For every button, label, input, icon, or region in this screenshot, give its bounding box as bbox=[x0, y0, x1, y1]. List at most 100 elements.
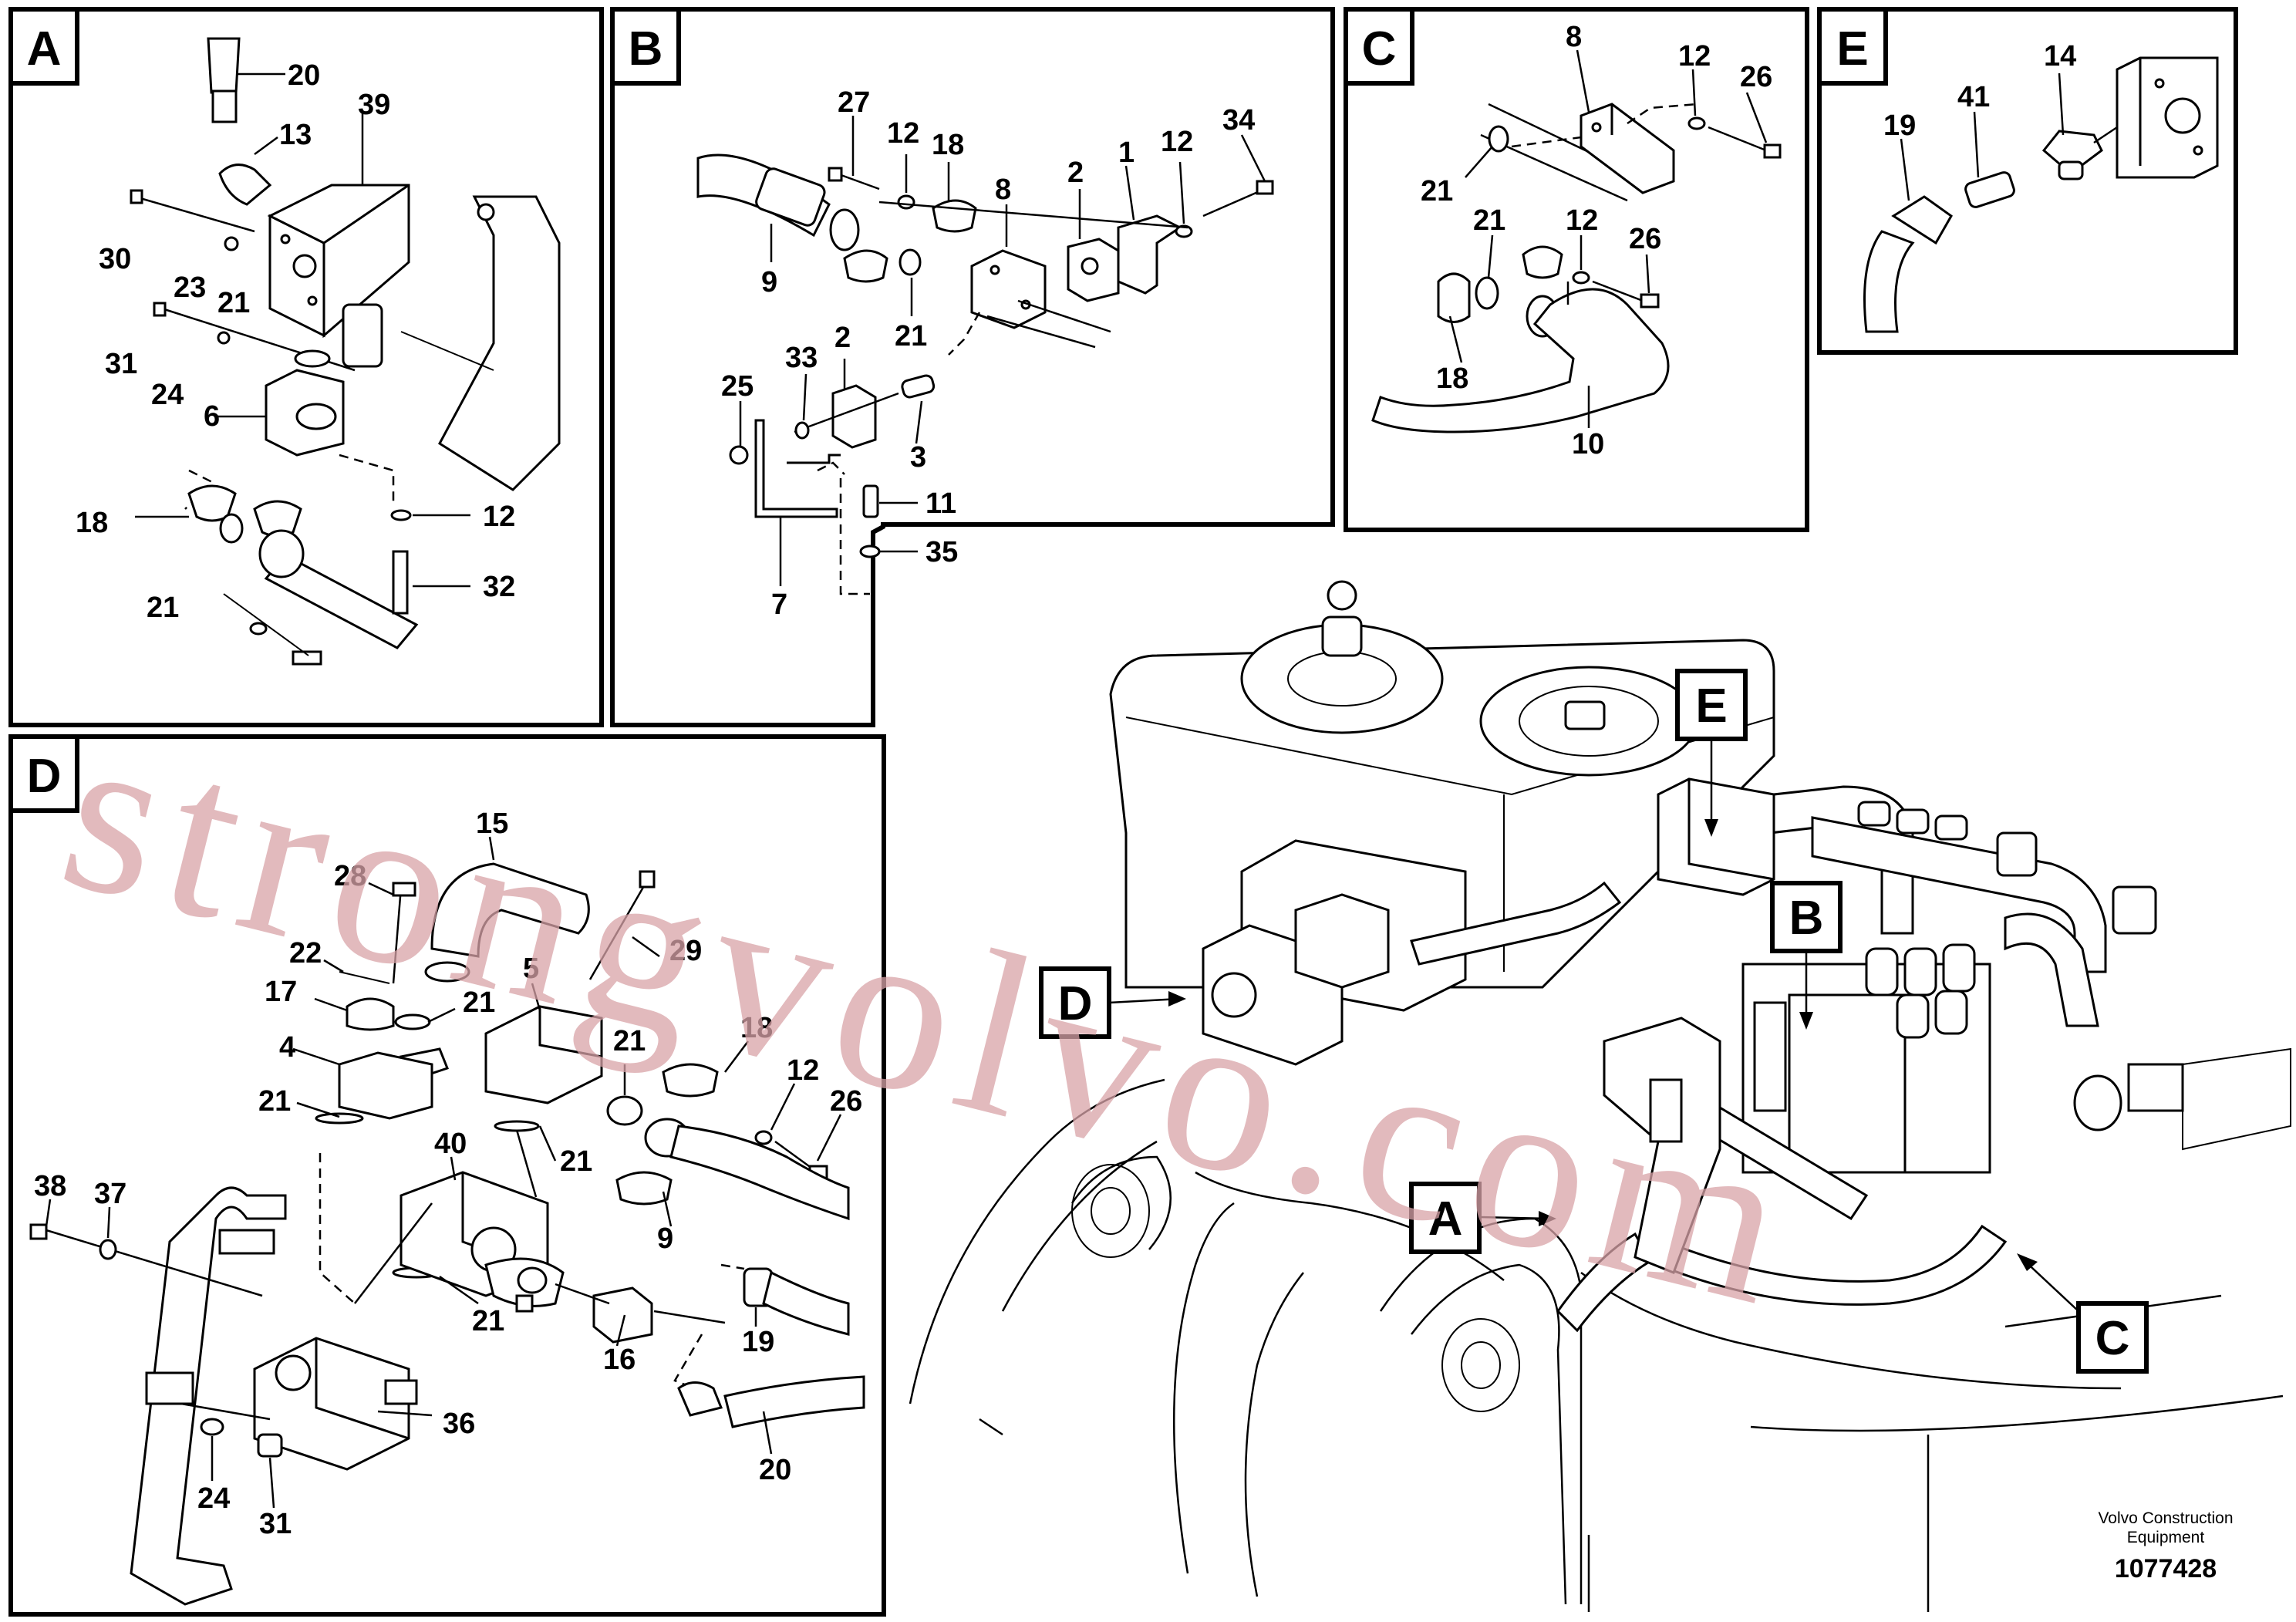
footer-company-line1: Volvo Construction bbox=[2098, 1509, 2233, 1527]
callout-b-25: 25 bbox=[721, 370, 754, 403]
callout-b-2-top: 2 bbox=[1067, 157, 1084, 189]
panel-a-drawing bbox=[130, 37, 561, 666]
callout-b-35: 35 bbox=[925, 536, 958, 568]
callout-b-12-left: 12 bbox=[887, 117, 919, 150]
callout-d-9: 9 bbox=[657, 1222, 673, 1255]
panel-c-drawing bbox=[1371, 49, 1782, 433]
callout-b-34: 34 bbox=[1222, 104, 1255, 137]
callout-a-30: 30 bbox=[99, 243, 131, 275]
panel-c-letter: C bbox=[1362, 22, 1397, 76]
callout-c-12-bottom: 12 bbox=[1566, 204, 1598, 237]
callout-b-21: 21 bbox=[895, 320, 927, 352]
svg-text:D: D bbox=[1058, 977, 1093, 1030]
callout-d-21-b: 21 bbox=[613, 1025, 646, 1057]
footer-company-line2: Equipment bbox=[2127, 1529, 2205, 1546]
panel-b-letter: B bbox=[629, 22, 663, 76]
svg-text:B: B bbox=[1789, 892, 1824, 945]
callout-b-9: 9 bbox=[761, 266, 777, 298]
callout-d-26: 26 bbox=[830, 1085, 862, 1118]
panel-e-letter-box: E bbox=[1817, 7, 1888, 86]
callout-a-21-bottom: 21 bbox=[147, 592, 179, 624]
callout-e-14: 14 bbox=[2044, 40, 2076, 73]
callout-d-17: 17 bbox=[265, 976, 297, 1008]
callout-a-6: 6 bbox=[204, 400, 220, 433]
svg-text:E: E bbox=[1695, 679, 1727, 733]
callout-a-24: 24 bbox=[151, 379, 184, 411]
callout-d-21-e: 21 bbox=[472, 1305, 504, 1337]
svg-text:C: C bbox=[2095, 1312, 2130, 1365]
callout-d-22: 22 bbox=[289, 937, 322, 969]
callout-d-15: 15 bbox=[476, 808, 508, 840]
callout-a-18: 18 bbox=[76, 507, 108, 539]
panel-d-callouts: 15 28 22 17 21 5 29 4 21 18 12 26 21 40 … bbox=[34, 808, 862, 1540]
callout-d-4: 4 bbox=[279, 1031, 295, 1064]
callout-e-19: 19 bbox=[1883, 110, 1916, 142]
panel-b-letter-box: B bbox=[610, 7, 681, 86]
panel-d-letter: D bbox=[27, 750, 62, 803]
callout-b-2-bottom: 2 bbox=[834, 322, 851, 354]
callout-e-41: 41 bbox=[1957, 81, 1990, 113]
callout-b-18: 18 bbox=[932, 129, 964, 161]
main-label-a: A bbox=[1409, 1182, 1556, 1254]
panel-e-callouts: 19 41 14 bbox=[1883, 40, 2076, 142]
panel-b-frame bbox=[610, 7, 1335, 727]
panel-e-drawing bbox=[1863, 56, 2219, 333]
main-view-labels: E B D A C bbox=[1039, 669, 2149, 1374]
callout-c-10: 10 bbox=[1572, 428, 1604, 460]
callout-d-18: 18 bbox=[740, 1012, 773, 1044]
main-label-e: E bbox=[1675, 669, 1748, 837]
panel-a-letter-box: A bbox=[8, 7, 79, 86]
main-label-b: B bbox=[1770, 881, 1843, 1030]
callout-c-8: 8 bbox=[1566, 21, 1582, 53]
callout-d-24: 24 bbox=[197, 1482, 230, 1515]
callout-a-13: 13 bbox=[279, 119, 312, 151]
callout-d-16: 16 bbox=[603, 1344, 636, 1376]
panel-d-frame bbox=[8, 734, 886, 1617]
callout-d-21-a: 21 bbox=[463, 986, 495, 1019]
callout-d-37: 37 bbox=[94, 1178, 126, 1210]
callout-b-3: 3 bbox=[910, 441, 926, 474]
panel-c-letter-box: C bbox=[1344, 7, 1414, 86]
panel-d-drawing bbox=[29, 836, 865, 1606]
callout-d-12: 12 bbox=[787, 1054, 819, 1087]
callout-b-27: 27 bbox=[838, 86, 870, 119]
callout-a-32: 32 bbox=[483, 571, 515, 603]
callout-a-20: 20 bbox=[288, 59, 320, 92]
callout-c-21-middle: 21 bbox=[1473, 204, 1505, 237]
callout-b-1: 1 bbox=[1118, 137, 1135, 169]
callout-d-20: 20 bbox=[759, 1454, 791, 1486]
footer: Volvo Construction Equipment 1077428 bbox=[2098, 1509, 2233, 1583]
callout-d-19: 19 bbox=[742, 1326, 774, 1358]
callout-c-26-top: 26 bbox=[1740, 61, 1772, 93]
callout-c-26-bottom: 26 bbox=[1629, 223, 1661, 255]
svg-text:A: A bbox=[1428, 1192, 1463, 1246]
callout-d-38: 38 bbox=[34, 1170, 66, 1202]
main-label-c: C bbox=[2017, 1253, 2149, 1374]
main-assembly-view bbox=[909, 580, 2291, 1612]
callout-d-36: 36 bbox=[443, 1408, 475, 1440]
callout-d-29: 29 bbox=[669, 935, 702, 967]
panel-e-frame bbox=[1817, 7, 2238, 355]
panel-b-drawing bbox=[696, 116, 1274, 595]
callout-a-21-top: 21 bbox=[217, 287, 250, 319]
callout-a-23: 23 bbox=[174, 271, 206, 304]
callout-d-21-c: 21 bbox=[258, 1085, 291, 1118]
solenoid-stack bbox=[1865, 943, 1976, 1039]
callout-c-12-top: 12 bbox=[1678, 40, 1711, 73]
panel-a-frame bbox=[8, 7, 604, 727]
callout-b-12-right: 12 bbox=[1161, 126, 1193, 158]
callout-d-40: 40 bbox=[434, 1128, 467, 1160]
callout-d-5: 5 bbox=[523, 953, 539, 985]
panel-a-letter: A bbox=[27, 22, 62, 76]
callout-a-31: 31 bbox=[105, 348, 137, 380]
callout-d-28: 28 bbox=[334, 860, 366, 892]
callout-b-7: 7 bbox=[771, 588, 787, 621]
panel-c-frame bbox=[1344, 7, 1809, 532]
callout-a-39: 39 bbox=[358, 89, 390, 121]
panel-c-callouts: 8 12 26 21 21 12 26 18 10 bbox=[1421, 21, 1772, 460]
panel-b-callouts: 27 12 18 8 2 1 12 34 9 21 33 2 25 3 11 3… bbox=[721, 86, 1255, 621]
callout-d-21-d: 21 bbox=[560, 1145, 592, 1178]
callout-c-21-left: 21 bbox=[1421, 175, 1453, 207]
callout-b-8: 8 bbox=[995, 174, 1011, 206]
